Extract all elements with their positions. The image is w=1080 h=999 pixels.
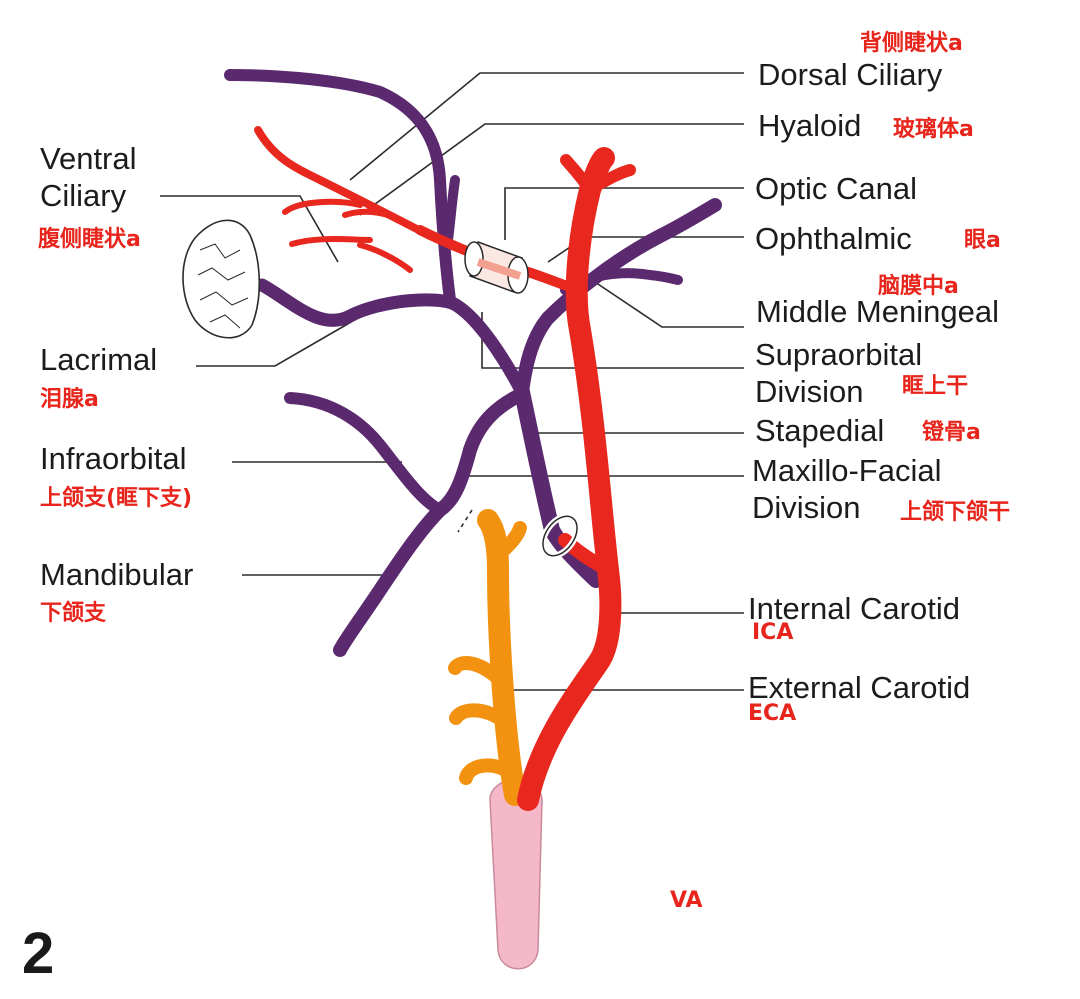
- cn-label-vertebral: VA: [670, 888, 703, 913]
- cn-label-infraorbital: 上颌支(眶下支): [40, 486, 193, 511]
- label-maxillo-facial-2: Division: [752, 490, 861, 525]
- label-supraorbital-2: Division: [755, 374, 864, 409]
- stapedial-ring-outline: [542, 515, 578, 557]
- carotid-trunk: [254, 126, 636, 811]
- leader-dashed: [457, 509, 473, 533]
- cn-label-middle-meningeal: 脑膜中a: [878, 274, 959, 299]
- label-stapedial: Stapedial: [755, 413, 885, 448]
- cn-label-mandibular: 下颌支: [40, 601, 107, 626]
- cn-label-ventral-ciliary: 腹侧睫状a: [38, 227, 141, 252]
- cn-label-stapedial: 镫骨a: [922, 420, 981, 445]
- cn-label-external-carotid: ECA: [748, 701, 797, 726]
- leader-lacrimal: [196, 317, 359, 367]
- label-optic-canal: Optic Canal: [755, 171, 917, 206]
- label-middle-meningeal: Middle Meningeal: [756, 294, 999, 329]
- leader-optic-canal: [504, 187, 744, 240]
- figure-number: 2: [22, 921, 55, 986]
- lacrimal-gland: [182, 219, 261, 339]
- label-ventral-ciliary-1: Ventral: [40, 141, 137, 176]
- label-dorsal-ciliary: Dorsal Ciliary: [758, 57, 943, 92]
- label-mandibular: Mandibular: [40, 557, 194, 592]
- label-external-carotid: External Carotid: [748, 670, 971, 705]
- label-supraorbital-1: Supraorbital: [755, 337, 923, 372]
- optic-canal-tube: [464, 241, 529, 294]
- cn-label-maxillo-facial: 上颌下颌干: [900, 500, 1011, 525]
- cn-label-supraorbital: 眶上干: [902, 374, 969, 399]
- vertebral-vessel: [448, 509, 527, 806]
- label-infraorbital: Infraorbital: [40, 441, 187, 476]
- cn-label-ophthalmic: 眼a: [964, 228, 1001, 253]
- label-lacrimal: Lacrimal: [40, 342, 158, 377]
- stapedial-vessel-tree: [224, 69, 722, 657]
- label-ventral-ciliary-2: Ciliary: [40, 178, 127, 213]
- label-maxillo-facial-1: Maxillo-Facial: [752, 453, 942, 488]
- leader-lines: [160, 72, 744, 691]
- leader-middle-meningeal: [591, 279, 744, 328]
- cn-label-hyaloid: 玻璃体a: [893, 117, 974, 142]
- cn-label-internal-carotid: ICA: [752, 620, 794, 645]
- leader-hyaloid: [359, 123, 744, 216]
- label-hyaloid: Hyaloid: [758, 108, 862, 143]
- cn-label-lacrimal: 泪腺a: [40, 387, 99, 412]
- leader-dorsal-ciliary: [349, 72, 744, 181]
- label-internal-carotid: Internal Carotid: [748, 591, 960, 626]
- label-ophthalmic: Ophthalmic: [755, 221, 912, 256]
- cn-label-dorsal-ciliary: 背侧睫状a: [860, 31, 963, 56]
